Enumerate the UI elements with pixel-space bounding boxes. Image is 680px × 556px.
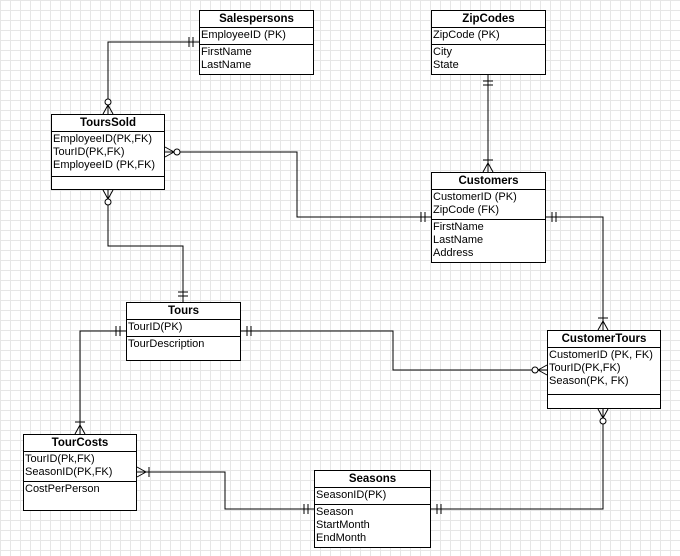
crows-foot-marker	[107, 104, 114, 115]
key-section: SeasonID(PK)	[315, 488, 430, 505]
entity-tours[interactable]: Tours TourID(PK) TourDescription	[126, 302, 241, 361]
link-tourssold-tours	[107, 190, 184, 302]
attribute-row: EmployeeID (PK,FK)	[53, 159, 156, 171]
crows-foot-marker	[602, 408, 609, 419]
link-salespersons-tourssold	[107, 41, 199, 114]
attribute-row: CostPerPerson	[25, 483, 100, 495]
attribute-row: StartMonth	[316, 519, 370, 531]
entity-title: Seasons	[315, 471, 430, 488]
entity-seasons[interactable]: Seasons SeasonID(PK) Season StartMonth E…	[314, 470, 431, 548]
optional-circle-marker	[531, 366, 539, 374]
attribute-row: SeasonID(PK)	[316, 489, 387, 501]
attribute-section: FirstName LastName Address	[432, 220, 545, 262]
crows-foot-marker	[482, 162, 489, 173]
crows-foot-marker	[537, 369, 548, 376]
entity-title: Customers	[432, 173, 545, 190]
crows-foot-marker	[164, 151, 175, 158]
link-customers-tourssold	[165, 151, 431, 218]
crows-foot-marker	[487, 162, 494, 173]
optional-circle-marker	[104, 198, 112, 206]
crows-foot-marker	[79, 424, 86, 435]
link-seasons-tourcosts	[137, 471, 314, 510]
optional-circle-marker	[173, 148, 181, 156]
key-section: TourID(PK)	[127, 320, 240, 337]
entity-salespersons[interactable]: Salespersons EmployeeID (PK) FirstName L…	[199, 10, 314, 75]
attribute-row: Address	[433, 247, 474, 259]
attribute-section: FirstName LastName	[200, 45, 313, 74]
link-tours-customertours	[241, 330, 547, 371]
attribute-row: SeasonID(PK,FK)	[25, 466, 113, 478]
entity-tourssold[interactable]: ToursSold EmployeeID(PK,FK) TourID(PK,FK…	[51, 114, 165, 190]
attribute-section	[52, 177, 164, 180]
attribute-row: Season(PK, FK)	[549, 375, 629, 387]
attribute-row: EndMonth	[316, 532, 367, 544]
attribute-row: Season	[316, 506, 354, 518]
attribute-row: State	[433, 59, 459, 71]
attribute-row: FirstName	[201, 46, 252, 58]
optional-circle-marker	[104, 98, 112, 106]
attribute-row: CustomerID (PK)	[433, 191, 517, 203]
link-customers-customertours	[546, 216, 604, 330]
attribute-row: TourID(Pk,FK)	[25, 453, 95, 465]
entity-title: CustomerTours	[548, 331, 660, 348]
crows-foot-marker	[102, 104, 109, 115]
entity-title: Salespersons	[200, 11, 313, 28]
key-section: CustomerID (PK) ZipCode (FK)	[432, 190, 545, 220]
entity-title: ToursSold	[52, 115, 164, 132]
link-tours-tourcosts	[79, 330, 126, 434]
link-customertours-seasons	[431, 409, 604, 510]
attribute-row: ZipCode (FK)	[433, 204, 500, 216]
entity-customers[interactable]: Customers CustomerID (PK) ZipCode (FK) F…	[431, 172, 546, 263]
attribute-section: Season StartMonth EndMonth	[315, 505, 430, 547]
crows-foot-marker	[537, 364, 548, 371]
attribute-section: TourDescription	[127, 337, 240, 353]
attribute-row: TourID(PK)	[128, 321, 183, 333]
key-section: TourID(Pk,FK) SeasonID(PK,FK)	[24, 452, 136, 482]
attribute-row: ZipCode (PK)	[433, 29, 500, 41]
attribute-row: EmployeeID (PK)	[201, 29, 286, 41]
attribute-row: TourID(PK,FK)	[53, 146, 125, 158]
attribute-row: FirstName	[433, 221, 484, 233]
attribute-row: LastName	[201, 59, 252, 71]
key-section: EmployeeID(PK,FK) TourID(PK,FK) Employee…	[52, 132, 164, 177]
optional-circle-marker	[599, 417, 607, 425]
attribute-row: TourDescription	[128, 338, 205, 350]
attribute-section: City State	[432, 45, 545, 74]
attribute-row: EmployeeID(PK,FK)	[53, 133, 153, 145]
crows-foot-marker	[102, 189, 109, 200]
crows-foot-marker	[597, 408, 604, 419]
crows-foot-marker	[602, 320, 609, 331]
key-section: EmployeeID (PK)	[200, 28, 313, 45]
crows-foot-marker	[74, 424, 81, 435]
attribute-row: LastName	[433, 234, 484, 246]
entity-title: ZipCodes	[432, 11, 545, 28]
entity-zipcodes[interactable]: ZipCodes ZipCode (PK) City State	[431, 10, 546, 75]
entity-title: TourCosts	[24, 435, 136, 452]
attribute-row: CustomerID (PK, FK)	[549, 349, 653, 361]
entity-title: Tours	[127, 303, 240, 320]
entity-customertours[interactable]: CustomerTours CustomerID (PK, FK) TourID…	[547, 330, 661, 409]
crows-foot-marker	[136, 471, 147, 478]
crows-foot-marker	[107, 189, 114, 200]
attribute-row: City	[433, 46, 452, 58]
attribute-row: TourID(PK,FK)	[549, 362, 621, 374]
attribute-section: CostPerPerson	[24, 482, 136, 498]
key-section: CustomerID (PK, FK) TourID(PK,FK) Season…	[548, 348, 660, 395]
entity-tourcosts[interactable]: TourCosts TourID(Pk,FK) SeasonID(PK,FK) …	[23, 434, 137, 511]
crows-foot-marker	[164, 146, 175, 153]
crows-foot-marker	[136, 466, 147, 473]
crows-foot-marker	[597, 320, 604, 331]
key-section: ZipCode (PK)	[432, 28, 545, 45]
attribute-section	[548, 395, 660, 398]
